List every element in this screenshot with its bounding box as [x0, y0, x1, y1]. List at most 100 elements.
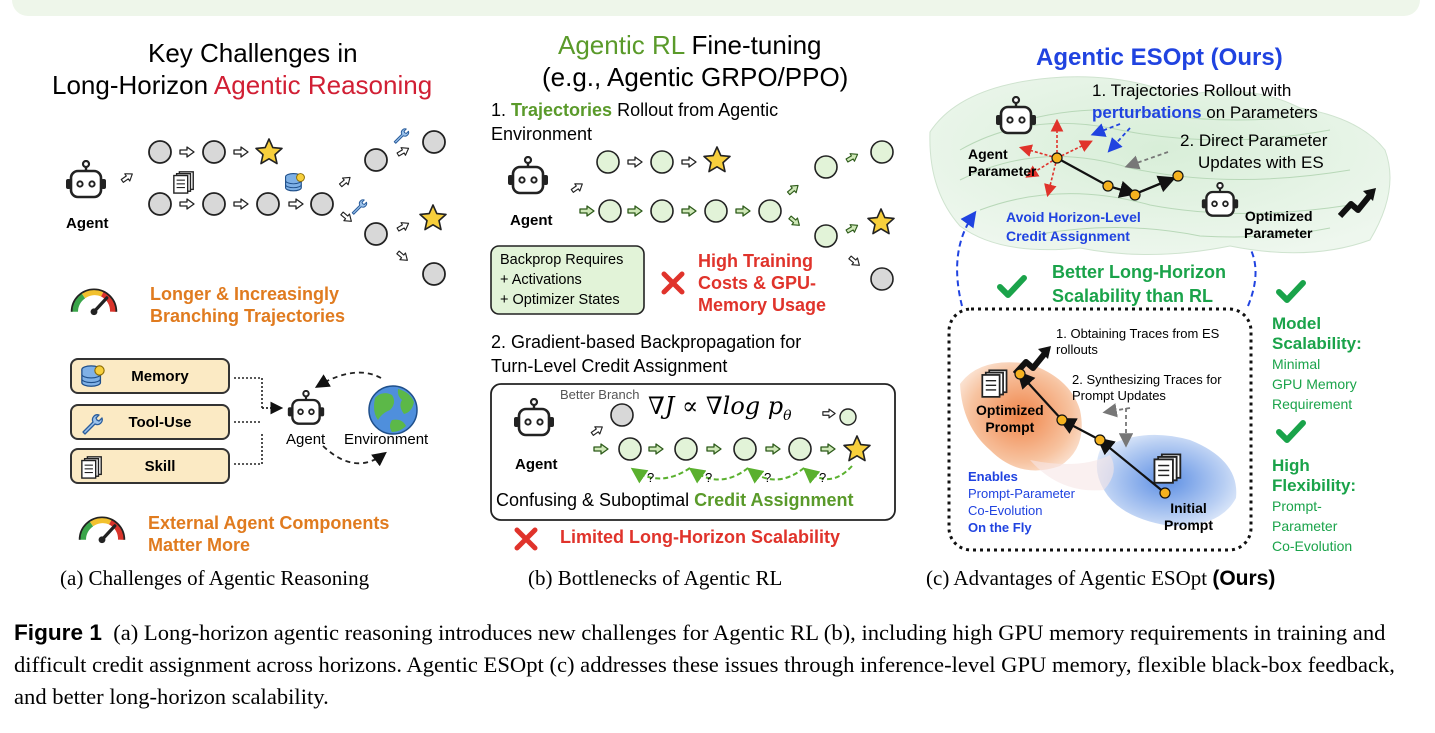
- model-scalability-title2: Scalability:: [1272, 334, 1362, 353]
- arrow-icon: [844, 220, 861, 236]
- better-highlight: Long-Horizon: [1109, 262, 1226, 282]
- perturbations-highlight: perturbations: [1092, 103, 1202, 122]
- panel-b-agent-label: Agent: [510, 212, 553, 229]
- arrow-icon: [786, 213, 803, 230]
- star-icon: [867, 208, 895, 235]
- question-mark-4: ?: [819, 470, 827, 485]
- backprop-line1: Backprop Requires: [500, 252, 624, 268]
- agent-parameter-label: Agent Parameter: [968, 146, 1037, 180]
- trace-step2: 2. Synthesizing Traces for Prompt Update…: [1072, 372, 1222, 404]
- flexibility-title2: Flexibility:: [1272, 476, 1357, 495]
- optimized-prompt-line1: Optimized: [976, 402, 1044, 418]
- avoid-credit-assignment: Avoid Horizon-Level Credit Assignment: [1006, 208, 1141, 246]
- better-scalability: Better Long-Horizon Scalability than RL: [1052, 260, 1226, 308]
- challenge-components-line2: Matter More: [148, 535, 251, 555]
- robot-icon: [64, 160, 108, 199]
- panel-a-title-line1: Key Challenges in: [148, 38, 358, 68]
- optimized-prompt-line2: Prompt: [985, 419, 1035, 435]
- better-line2: Scalability than RL: [1052, 286, 1214, 306]
- document-icon: [981, 369, 1008, 398]
- arrow-icon: [288, 198, 304, 210]
- flexibility-desc3: Co-Evolution: [1272, 538, 1353, 554]
- enables-line2: Prompt-Parameter: [968, 486, 1075, 501]
- document-icon: [173, 171, 194, 194]
- agentic-rl-highlight: Agentic RL: [558, 30, 685, 60]
- panel-c-caption-bold: (Ours): [1212, 567, 1276, 590]
- backprop-line2: + Activations: [500, 272, 582, 288]
- trace-step1-line1: 1. Obtaining Traces from ES: [1056, 326, 1220, 341]
- arrow-icon: [233, 198, 249, 210]
- arrow-icon: [233, 146, 249, 158]
- initial-prompt-line2: Prompt: [1164, 517, 1213, 533]
- training-cost-line1: High Training: [698, 251, 813, 271]
- limited-scalability: Limited Long-Horizon Scalability: [560, 527, 841, 547]
- step2-agent-label: Agent: [515, 456, 558, 473]
- tool-use-component: Tool-Use: [70, 404, 230, 440]
- arrow-icon: [395, 218, 412, 234]
- panel-a-title-prefix: Long-Horizon: [52, 70, 214, 100]
- model-scalability-desc2: GPU Memory: [1272, 376, 1357, 392]
- better-prefix: Better: [1052, 262, 1110, 282]
- question-mark-3: ?: [764, 470, 772, 485]
- optimized-parameter-label: Optimized Parameter: [1244, 208, 1313, 242]
- challenge-components-line1: External Agent Components: [148, 513, 390, 533]
- flexibility-title1: High: [1272, 456, 1310, 475]
- robot-icon: [506, 156, 550, 195]
- flexibility-desc2: Parameter: [1272, 518, 1338, 534]
- arrow-icon: [735, 205, 751, 217]
- panel-c-step2-line1: 2. Direct Parameter: [1180, 131, 1328, 150]
- panel-b-title-line2: (e.g., Agentic GRPO/PPO): [542, 62, 849, 92]
- formula-text: ∇J ∝ ∇log p: [648, 392, 784, 420]
- cross-icon: [664, 274, 682, 292]
- formula-subscript: θ: [783, 407, 792, 424]
- panel-c-step1-line1: 1. Trajectories Rollout with: [1092, 81, 1292, 100]
- optimized-prompt-label: Optimized Prompt: [976, 402, 1044, 436]
- trace-step1-line2: rollouts: [1056, 342, 1098, 357]
- memory-component: Memory: [70, 358, 230, 394]
- backprop-box-text: Backprop Requires + Activations + Optimi…: [500, 250, 623, 310]
- panel-c-step1: 1. Trajectories Rollout with perturbatio…: [1092, 80, 1318, 124]
- flexibility-desc1: Prompt-: [1272, 498, 1322, 514]
- model-scalability-desc3: Requirement: [1272, 396, 1353, 412]
- panel-c-title: Agentic ESOpt (Ours): [1036, 44, 1283, 71]
- initial-prompt-line1: Initial: [1170, 500, 1207, 516]
- panel-c-caption-prefix: (c) Advantages of Agentic ESOpt: [926, 566, 1213, 590]
- high-flexibility: High Flexibility: Prompt- Parameter Co-E…: [1272, 456, 1356, 556]
- skill-component: Skill: [70, 448, 230, 484]
- check-icon: [1279, 283, 1303, 300]
- tool-use-label: Tool-Use: [128, 414, 192, 431]
- panel-c-graphics: [929, 76, 1391, 552]
- panel-b-title-line1: Agentic RL Fine-tuning: [558, 30, 822, 61]
- training-cost-line3: Memory Usage: [698, 295, 827, 315]
- training-cost: High Training Costs & GPU- Memory Usage: [698, 250, 826, 316]
- check-icon: [1000, 278, 1024, 295]
- credit-assignment-text: Confusing & Suboptimal Credit Assignment: [496, 490, 853, 511]
- arrow-icon: [681, 156, 697, 168]
- challenge-branching-line1: Longer & Increasingly: [150, 284, 340, 304]
- arrow-icon: [579, 205, 595, 217]
- arrow-icon: [337, 173, 354, 190]
- optimized-parameter-line2: Parameter: [1244, 225, 1313, 241]
- enables-text: Enables Prompt-Parameter Co-Evolution On…: [968, 468, 1075, 536]
- star-icon: [255, 138, 283, 165]
- arrow-icon: [119, 169, 136, 186]
- skill-label: Skill: [144, 458, 176, 475]
- star-icon: [703, 146, 731, 173]
- arrow-icon: [785, 181, 802, 198]
- model-scalability-desc1: Minimal: [1272, 356, 1321, 372]
- arrow-icon: [569, 179, 586, 196]
- gauge-icon: [72, 289, 117, 315]
- figure-caption: Figure 1 (a) Long-horizon agentic reason…: [14, 617, 1422, 713]
- database-icon: [285, 173, 305, 192]
- arrow-icon: [844, 149, 861, 165]
- cross-icon: [517, 530, 535, 548]
- backprop-line3: + Optimizer States: [500, 292, 620, 308]
- panel-c-step2-line2: Updates with ES: [1198, 153, 1324, 172]
- wrench-icon: [393, 128, 410, 144]
- agent-parameter-line2: Parameter: [968, 163, 1037, 179]
- panel-b-graphics: [490, 140, 896, 548]
- training-cost-line2: Costs & GPU-: [698, 273, 817, 293]
- panel-a-caption: (a) Challenges of Agentic Reasoning: [60, 566, 370, 590]
- initial-prompt-label: Initial Prompt: [1164, 500, 1213, 534]
